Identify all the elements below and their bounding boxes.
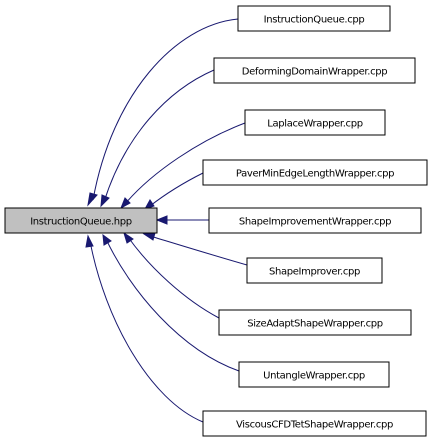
arrowheads (85, 192, 168, 248)
dependent-node-label: DeformingDomainWrapper.cpp (242, 67, 387, 78)
dependent-node-sizeadaptshapewrapper-cpp[interactable]: SizeAdaptShapeWrapper.cpp (218, 309, 412, 336)
dependent-node-box (238, 361, 390, 388)
edge-viscouscfdtetshapewrapper-cpp (89, 240, 204, 423)
dependent-node-viscouscfdtetshapewrapper-cpp[interactable]: ViscousCFDTetShapeWrapper.cpp (202, 410, 427, 437)
edge-shapeimprover-cpp (149, 235, 248, 266)
dependent-node-label: UntangleWrapper.cpp (263, 371, 365, 382)
dependent-node-deformingdomainwrapper-cpp[interactable]: DeformingDomainWrapper.cpp (213, 57, 416, 84)
arrowhead-deformingdomainwrapper-cpp (100, 194, 110, 208)
dependent-node-box (202, 410, 427, 437)
root-node-box (4, 207, 158, 234)
dependent-node-label: SizeAdaptShapeWrapper.cpp (247, 319, 383, 330)
dependent-node-laplacewrapper-cpp[interactable]: LaplaceWrapper.cpp (244, 109, 386, 136)
dependent-node-label: InstructionQueue.cpp (264, 15, 365, 26)
dependent-node-instructionqueue-cpp[interactable]: InstructionQueue.cpp (237, 5, 391, 32)
edges (89, 18, 248, 423)
arrowhead-instructionqueue-cpp (87, 192, 98, 207)
dependent-node-label: PaverMinEdgeLengthWrapper.cpp (236, 169, 394, 180)
root-node[interactable]: InstructionQueue.hpp (4, 207, 158, 234)
dependent-node-untanglewrapper-cpp[interactable]: UntangleWrapper.cpp (238, 361, 390, 388)
dependent-node-box (208, 207, 422, 234)
root-node-label: InstructionQueue.hpp (30, 217, 132, 228)
edge-paverminedgelengthwrapper-cpp (149, 172, 204, 207)
arrowhead-viscouscfdtetshapewrapper-cpp (85, 234, 94, 248)
edge-instructionqueue-cpp (92, 18, 239, 201)
arrowhead-sizeadaptshapewrapper-cpp (123, 231, 134, 244)
edge-untanglewrapper-cpp (105, 238, 240, 372)
arrowhead-laplacewrapper-cpp (120, 197, 131, 210)
arrowhead-shapeimprovementwrapper-cpp (155, 215, 168, 225)
dependent-node-box (246, 257, 383, 284)
edge-deformingdomainwrapper-cpp (103, 69, 215, 203)
dependent-node-paverminedgelengthwrapper-cpp[interactable]: PaverMinEdgeLengthWrapper.cpp (202, 159, 428, 186)
dependent-node-box (244, 109, 386, 136)
arrowhead-untanglewrapper-cpp (102, 233, 112, 246)
dependent-node-label: ViscousCFDTetShapeWrapper.cpp (236, 420, 393, 431)
dependent-node-shapeimprover-cpp[interactable]: ShapeImprover.cpp (246, 257, 383, 284)
dependent-node-box (218, 309, 412, 336)
edge-sizeadaptshapewrapper-cpp (127, 236, 220, 319)
dependent-node-shapeimprovementwrapper-cpp[interactable]: ShapeImprovementWrapper.cpp (208, 207, 422, 234)
dependent-node-box (213, 57, 416, 84)
arrowhead-shapeimprover-cpp (142, 232, 156, 241)
dependent-node-box (237, 5, 391, 32)
dependent-node-label: ShapeImprovementWrapper.cpp (239, 217, 391, 228)
dependent-node-label: ShapeImprover.cpp (269, 267, 360, 278)
edge-laplacewrapper-cpp (124, 122, 246, 205)
dependent-node-box (202, 159, 428, 186)
dependent-node-label: LaplaceWrapper.cpp (267, 119, 362, 130)
